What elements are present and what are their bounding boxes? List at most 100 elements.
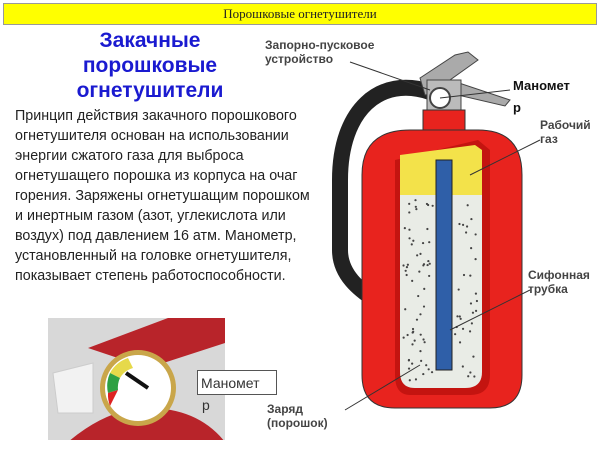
- slide-title: Закачные порошковые огнетушители: [76, 29, 224, 102]
- slide-header: Порошковые огнетушители: [3, 3, 597, 25]
- powder-dot: [412, 330, 415, 333]
- gauge-photo: [48, 318, 225, 440]
- powder-dot: [472, 355, 475, 358]
- powder-dot: [406, 333, 409, 337]
- powder-dot: [418, 270, 421, 273]
- powder-dot: [474, 233, 477, 236]
- powder-dot: [408, 202, 411, 205]
- powder-dot: [414, 199, 417, 202]
- leader-line: [349, 61, 431, 91]
- powder-dot: [431, 204, 434, 207]
- powder-dot: [422, 372, 425, 376]
- powder-dot: [402, 336, 405, 339]
- powder-dot: [475, 299, 479, 303]
- powder-dot: [412, 239, 415, 242]
- powder-dot: [421, 241, 425, 245]
- powder-dot: [468, 330, 472, 333]
- powder-dot: [408, 237, 411, 240]
- powder-dot: [404, 308, 407, 311]
- powder-dot: [459, 317, 462, 320]
- powder-dot: [458, 222, 461, 226]
- powder-dot: [414, 378, 418, 381]
- powder-dot: [473, 375, 476, 378]
- powder-dot: [470, 322, 473, 325]
- powder-dot: [411, 362, 414, 365]
- powder-dot: [415, 318, 419, 321]
- powder-dot: [467, 375, 470, 378]
- powder-dot: [417, 294, 420, 298]
- powder-dot: [428, 274, 431, 278]
- powder-dot: [420, 359, 423, 363]
- powder-dot: [426, 227, 429, 231]
- powder-dot: [465, 225, 469, 228]
- powder-dot: [462, 273, 466, 277]
- powder-dots: [402, 199, 479, 382]
- powder-dot: [410, 243, 413, 246]
- powder-dot: [405, 273, 408, 277]
- powder-dot: [416, 254, 419, 257]
- powder-dot: [461, 365, 464, 368]
- photo-gauge-label-cont: р: [202, 397, 210, 413]
- powder-dot: [461, 327, 465, 330]
- powder-dot: [474, 309, 478, 312]
- powder-dot: [407, 359, 410, 362]
- hose: [332, 79, 433, 307]
- powder-dot: [458, 315, 461, 318]
- powder-dot: [422, 305, 426, 308]
- powder-dot: [454, 333, 457, 336]
- neck: [422, 109, 466, 133]
- powder-dot: [405, 266, 409, 269]
- slide-body-text: Принцип действия закачного порошкового о…: [15, 108, 310, 284]
- powder-dot: [423, 341, 426, 344]
- leader-line: [449, 289, 531, 331]
- powder-dot: [425, 364, 428, 367]
- powder-dot: [407, 367, 411, 370]
- powder-dot: [426, 263, 429, 267]
- powder-dot: [422, 263, 426, 266]
- powder-dot: [469, 371, 472, 374]
- powder-dot: [423, 287, 426, 290]
- powder-dot: [474, 292, 478, 295]
- powder-dot: [470, 217, 473, 221]
- powder-dot: [408, 228, 411, 231]
- powder-dot: [470, 247, 473, 250]
- powder-dot: [403, 227, 406, 230]
- powder-dot: [469, 274, 472, 277]
- powder-dot: [411, 343, 414, 346]
- powder-dot: [411, 279, 414, 282]
- powder-dot: [456, 315, 459, 318]
- siphon-tube: [435, 159, 453, 371]
- powder-dot: [419, 313, 422, 316]
- powder-dot: [411, 327, 415, 331]
- powder-dot: [406, 263, 409, 266]
- powder-dot: [428, 241, 431, 244]
- powder-dot: [427, 259, 430, 263]
- powder-dot: [408, 379, 411, 382]
- leader-line: [344, 364, 421, 411]
- powder-dot: [430, 371, 434, 374]
- powder-dot: [474, 258, 477, 261]
- leader-line: [469, 139, 541, 176]
- powder-dot: [466, 204, 469, 207]
- powder-dot: [404, 269, 407, 272]
- powder-dot: [458, 341, 462, 344]
- powder-dot: [422, 338, 425, 341]
- powder-dot: [419, 333, 422, 336]
- powder-dot: [408, 211, 411, 214]
- powder-dot: [402, 264, 405, 267]
- powder-dot: [427, 203, 430, 207]
- powder-dot: [471, 311, 475, 314]
- powder-dot: [428, 262, 431, 265]
- powder-dot: [457, 288, 460, 291]
- powder-dot: [427, 368, 430, 371]
- powder-dot: [469, 302, 473, 305]
- powder-dot: [419, 252, 422, 255]
- powder-dot: [419, 350, 422, 353]
- label-charge: Заряд(порошок): [267, 402, 328, 430]
- powder-dot: [413, 339, 416, 342]
